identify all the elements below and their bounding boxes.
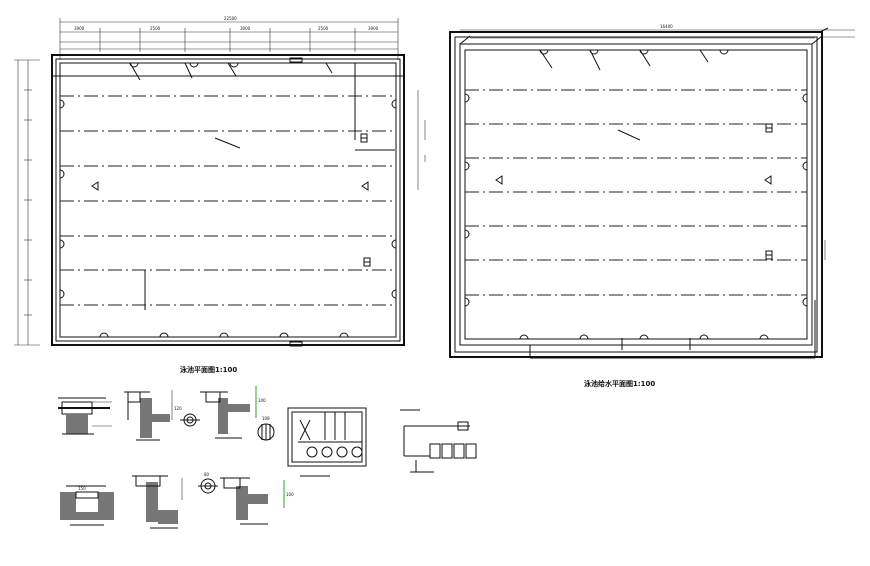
detail-4-circle [180,413,200,427]
left-dim-seg-1: 3900 [74,26,85,31]
detail-6: 150 [60,485,114,526]
detail-5-dim: 108 [262,416,270,421]
piping-schematic [400,409,477,473]
left-dim-seg-5: 3900 [368,26,379,31]
left-pool-plan: 22500 3900 2500 3000 2500 3900 [14,16,426,374]
right-wall-inlets [464,49,808,340]
left-lane-lines [60,95,396,306]
pump-room-detail [287,407,367,477]
left-overall-dim: 22500 [224,16,237,21]
left-dim-seg-3: 3000 [240,26,251,31]
detail-8-circle: 80 [198,472,218,494]
right-lane-lines [465,89,807,296]
left-wall-inlets [59,62,397,338]
detail-2: 120 [124,390,182,441]
detail-5-circle: 108 [257,416,275,441]
detail-3-dim: 100 [258,398,266,403]
detail-8-dim: 80 [204,472,210,477]
detail-2-dim: 120 [174,406,182,411]
detail-1 [58,397,112,435]
right-plan-caption: 泳池给水平面图1:100 [584,379,655,388]
left-dim-seg-2: 2500 [150,26,161,31]
detail-6-dim: 150 [78,486,86,491]
left-side-dimensions [14,59,40,346]
detail-7 [132,475,183,529]
left-plan-caption: 泳池平面图1:100 [180,365,237,374]
detail-9-dim: 100 [286,492,294,497]
detail-9: 100 [220,477,294,525]
right-overall-dim: 16400 [660,24,673,29]
right-pool-plan: 16400 [449,24,855,388]
left-top-dimensions: 22500 3900 2500 3000 2500 3900 [59,16,399,60]
left-dim-seg-4: 2500 [318,26,329,31]
detail-3: 100 [200,386,266,439]
